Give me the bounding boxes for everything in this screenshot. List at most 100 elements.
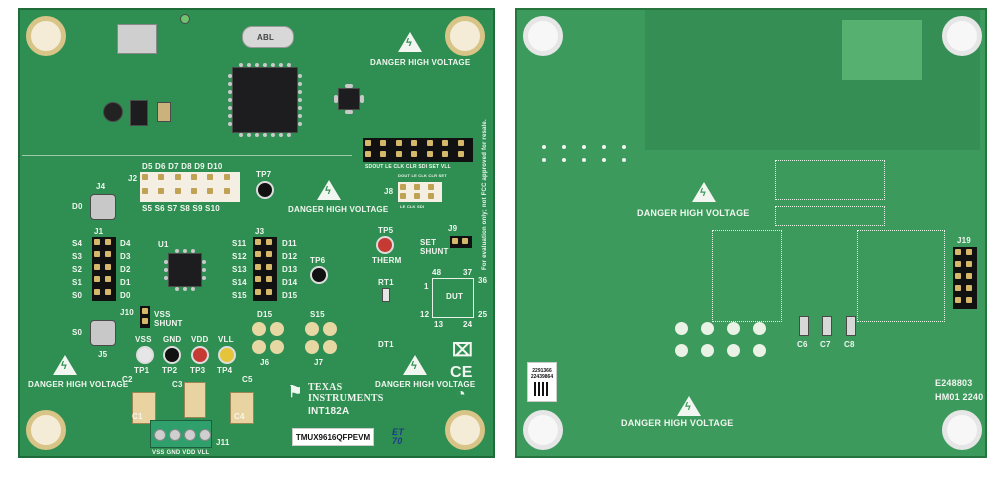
hv-warning-icon-bottom-right bbox=[403, 355, 427, 375]
dut-pin-12: 12 bbox=[420, 310, 430, 319]
hv-warning-icon-top-right bbox=[398, 32, 422, 52]
right-d11: D11 bbox=[282, 239, 297, 248]
back-component-grid-top bbox=[775, 160, 885, 200]
right-s15: S15 bbox=[232, 291, 247, 300]
j19-label: J19 bbox=[957, 236, 971, 245]
dut-footprint bbox=[432, 278, 474, 318]
via bbox=[542, 158, 546, 162]
j6-pad-2 bbox=[270, 322, 284, 336]
via bbox=[542, 145, 546, 149]
tp1-label: TP1 bbox=[134, 366, 150, 375]
left-s1: S1 bbox=[72, 278, 83, 287]
gnd-rail-label: GND bbox=[163, 335, 182, 344]
inspection-stamp: ET 70 bbox=[392, 427, 404, 446]
tp5-testpoint[interactable] bbox=[376, 236, 394, 254]
j7-pad-1 bbox=[305, 322, 319, 336]
tp7-testpoint[interactable] bbox=[256, 181, 274, 199]
c7-capacitor bbox=[822, 316, 832, 336]
terminal-screw-vdd[interactable] bbox=[184, 429, 196, 441]
back-mount-hole-top-right bbox=[942, 16, 982, 56]
tp4-label: TP4 bbox=[217, 366, 233, 375]
ti-logo-icon: ⚑ bbox=[288, 384, 303, 401]
jumper-header-row[interactable] bbox=[363, 138, 473, 162]
vll-rail-label: VLL bbox=[218, 335, 234, 344]
back-component-grid-right bbox=[857, 230, 945, 322]
via bbox=[622, 158, 626, 162]
eval-note: For evaluation only; not FCC approved fo… bbox=[482, 119, 488, 270]
set-shunt-label: SET SHUNT bbox=[420, 238, 449, 256]
left-d1: D1 bbox=[120, 278, 131, 287]
terminal-screw-vss[interactable] bbox=[154, 429, 166, 441]
j9-header[interactable] bbox=[450, 236, 472, 248]
tp2-gnd-testpoint[interactable] bbox=[163, 346, 181, 364]
c1-capacitor bbox=[132, 392, 156, 424]
left-s3: S3 bbox=[72, 252, 83, 261]
hv-warning-icon-bottom-left bbox=[53, 355, 77, 375]
j3-header[interactable] bbox=[253, 237, 277, 301]
back-component-grid-mid bbox=[775, 206, 885, 226]
tp3-vdd-testpoint[interactable] bbox=[191, 346, 209, 364]
via bbox=[622, 145, 626, 149]
j7-pad-3 bbox=[305, 340, 319, 354]
right-d14: D14 bbox=[282, 278, 298, 287]
j10-label: J10 bbox=[120, 308, 134, 317]
tp5-label: TP5 bbox=[378, 226, 394, 235]
j10-header[interactable] bbox=[140, 306, 150, 328]
c2-label: C2 bbox=[122, 375, 133, 384]
j6-pad-3 bbox=[252, 340, 266, 354]
vss-rail-label: VSS bbox=[135, 335, 152, 344]
j1-label: J1 bbox=[94, 227, 104, 236]
terminal-screw-gnd[interactable] bbox=[169, 429, 181, 441]
crystal-label: ABL bbox=[257, 33, 275, 42]
dut-pin-36: 36 bbox=[478, 276, 488, 285]
d0-label: D0 bbox=[72, 202, 83, 211]
back-component-grid-left bbox=[712, 230, 782, 322]
danger-label-bottom-right: DANGER HIGH VOLTAGE bbox=[375, 380, 476, 389]
rt1-label: RT1 bbox=[378, 278, 394, 287]
right-d12: D12 bbox=[282, 252, 298, 261]
j11-label: J11 bbox=[216, 438, 230, 447]
dut-pin-25: 25 bbox=[478, 310, 488, 319]
j7-label: J7 bbox=[314, 358, 324, 367]
serial-sticker: 2291366 22439864 bbox=[527, 362, 557, 402]
via bbox=[582, 158, 586, 162]
c6-capacitor bbox=[799, 316, 809, 336]
j6-pad-1 bbox=[252, 322, 266, 336]
j2-header[interactable] bbox=[140, 172, 240, 202]
c1-label: C1 bbox=[132, 412, 143, 421]
j2-top-labels: D5 D6 D7 D8 D9 D10 bbox=[142, 162, 223, 171]
regulator bbox=[130, 100, 148, 126]
tp2-label: TP2 bbox=[162, 366, 178, 375]
ti-logo-line1: TEXAS bbox=[308, 382, 343, 393]
j8-top-labels: DOUT LE CLK CLR SET bbox=[398, 173, 447, 178]
terminal-labels: VSS GND VDD VLL bbox=[152, 450, 210, 456]
j5-sma-connector[interactable] bbox=[90, 320, 116, 346]
part-number-text: TMUX9616QFPEVM bbox=[295, 432, 371, 442]
j8-header[interactable] bbox=[398, 182, 442, 202]
j19-header[interactable] bbox=[953, 247, 977, 309]
left-s0: S0 bbox=[72, 291, 83, 300]
left-d2: D2 bbox=[120, 265, 131, 274]
via bbox=[602, 145, 606, 149]
weee-icon: ⌧ bbox=[452, 340, 473, 360]
dut-pin-37: 37 bbox=[463, 268, 473, 277]
recycle-icon: ◔ bbox=[456, 386, 466, 403]
left-d0: D0 bbox=[120, 291, 131, 300]
hv-warning-icon-mid bbox=[317, 180, 341, 200]
ul-code: E248803 bbox=[935, 378, 973, 388]
tp4-vll-testpoint[interactable] bbox=[218, 346, 236, 364]
tp6-testpoint[interactable] bbox=[310, 266, 328, 284]
d15-label: D15 bbox=[257, 310, 273, 319]
j1-header[interactable] bbox=[92, 237, 116, 301]
terminal-screw-vll[interactable] bbox=[199, 429, 211, 441]
mount-hole-top-right bbox=[445, 16, 485, 56]
jumper-row-labels: SDOUT LE CLK CLR SDI SET VLL bbox=[365, 164, 451, 170]
j4-sma-connector[interactable] bbox=[90, 194, 116, 220]
back-pad bbox=[727, 344, 740, 357]
j6-pad-4 bbox=[270, 340, 284, 354]
u1-label: U1 bbox=[158, 240, 169, 249]
tp1-vss-testpoint[interactable] bbox=[136, 346, 154, 364]
j9-label: J9 bbox=[448, 224, 458, 233]
back-hv-warning-icon-mid bbox=[692, 182, 716, 202]
j11-terminal-block[interactable] bbox=[150, 420, 212, 448]
